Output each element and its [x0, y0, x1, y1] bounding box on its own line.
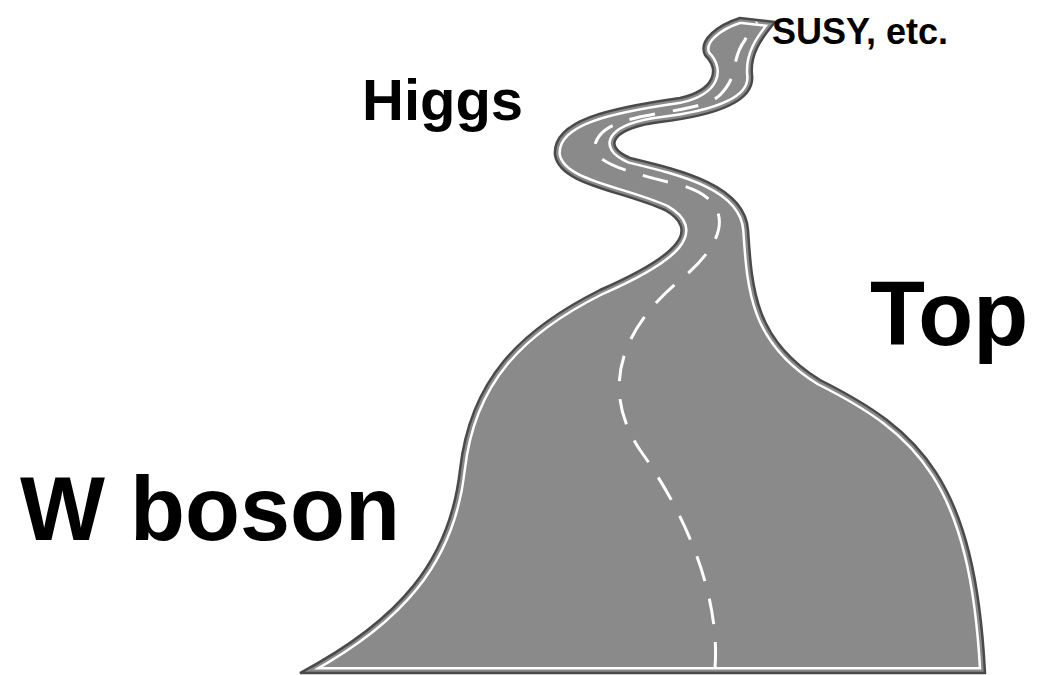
- road-label: SUSY, etc.: [772, 14, 948, 50]
- road-label: W boson: [20, 464, 400, 554]
- center-line: [595, 22, 757, 668]
- road-label: Top: [870, 269, 1028, 359]
- road-label: Higgs: [362, 71, 523, 129]
